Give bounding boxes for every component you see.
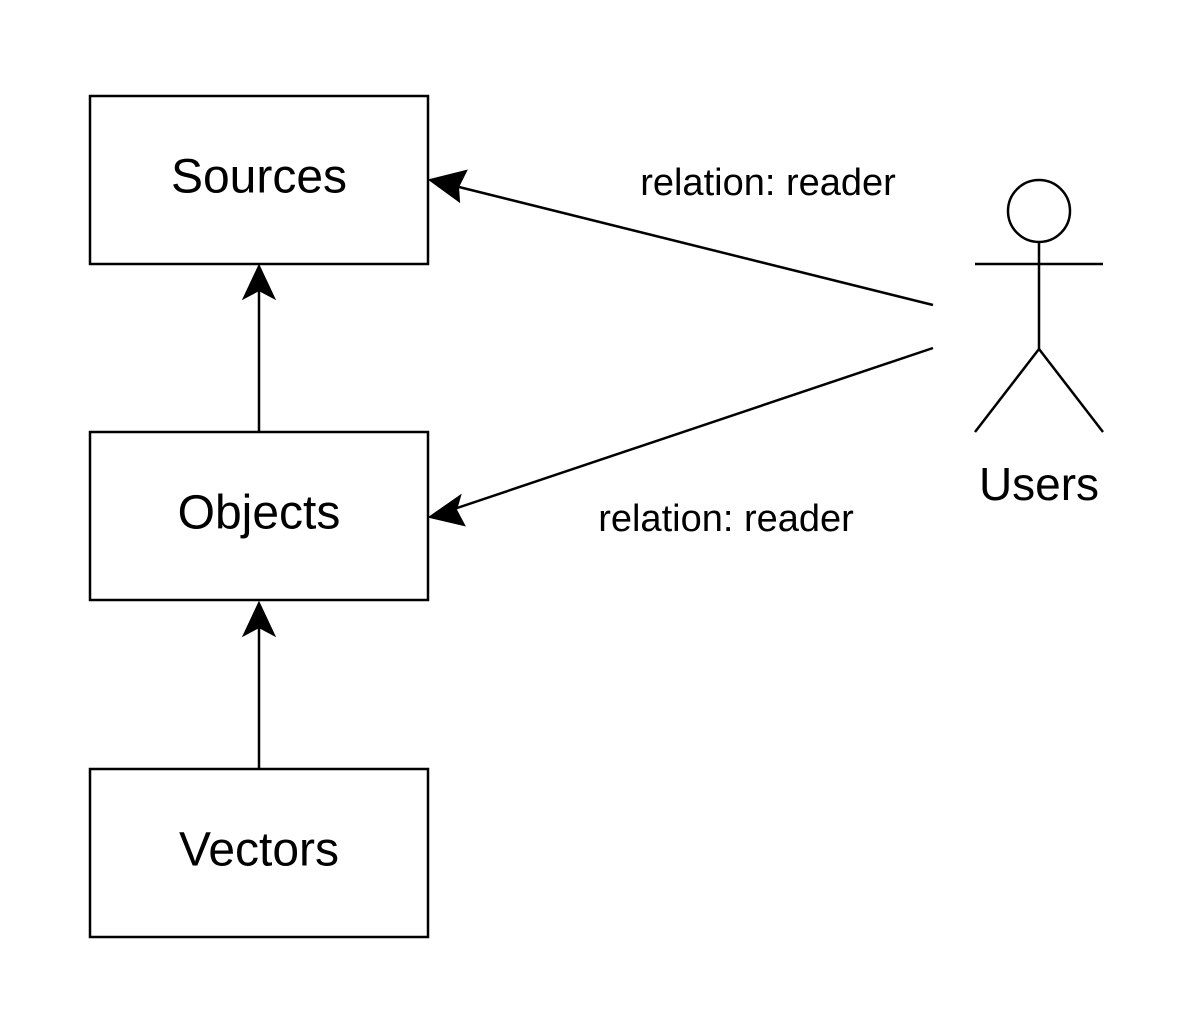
arrowhead-left-icon (427, 169, 468, 204)
edge-users-to-objects[interactable]: relation: reader (427, 346, 934, 540)
node-sources-box (88, 94, 430, 266)
node-sources-label: Sources (171, 151, 347, 204)
actor-users[interactable]: Users (974, 178, 1104, 510)
arrowhead-left-icon (427, 493, 466, 527)
edge-objects-to-sources[interactable] (241, 263, 277, 432)
edge-users-to-sources-label: relation: reader (640, 162, 896, 204)
node-vectors-label: Vectors (179, 824, 339, 877)
node-objects[interactable]: Objects (88, 430, 430, 602)
node-vectors[interactable]: Vectors (88, 767, 430, 939)
actor-head (1006, 178, 1072, 244)
actor-right-leg (1038, 348, 1104, 433)
node-objects-label: Objects (178, 487, 341, 540)
edge-users-to-sources-line (454, 184, 934, 307)
node-objects-box (88, 430, 430, 602)
stick-figure-icon (974, 178, 1104, 433)
arrowhead-up-icon (241, 600, 277, 638)
edge-vectors-to-objects[interactable] (241, 600, 277, 769)
actor-left-leg (974, 348, 1040, 433)
edge-users-to-objects-line (453, 346, 934, 511)
edge-users-to-objects-label: relation: reader (598, 498, 854, 540)
node-sources[interactable]: Sources (88, 94, 430, 266)
arrowhead-up-icon (241, 263, 277, 301)
actor-users-label: Users (979, 458, 1099, 510)
edge-users-to-sources[interactable]: relation: reader (427, 162, 934, 307)
